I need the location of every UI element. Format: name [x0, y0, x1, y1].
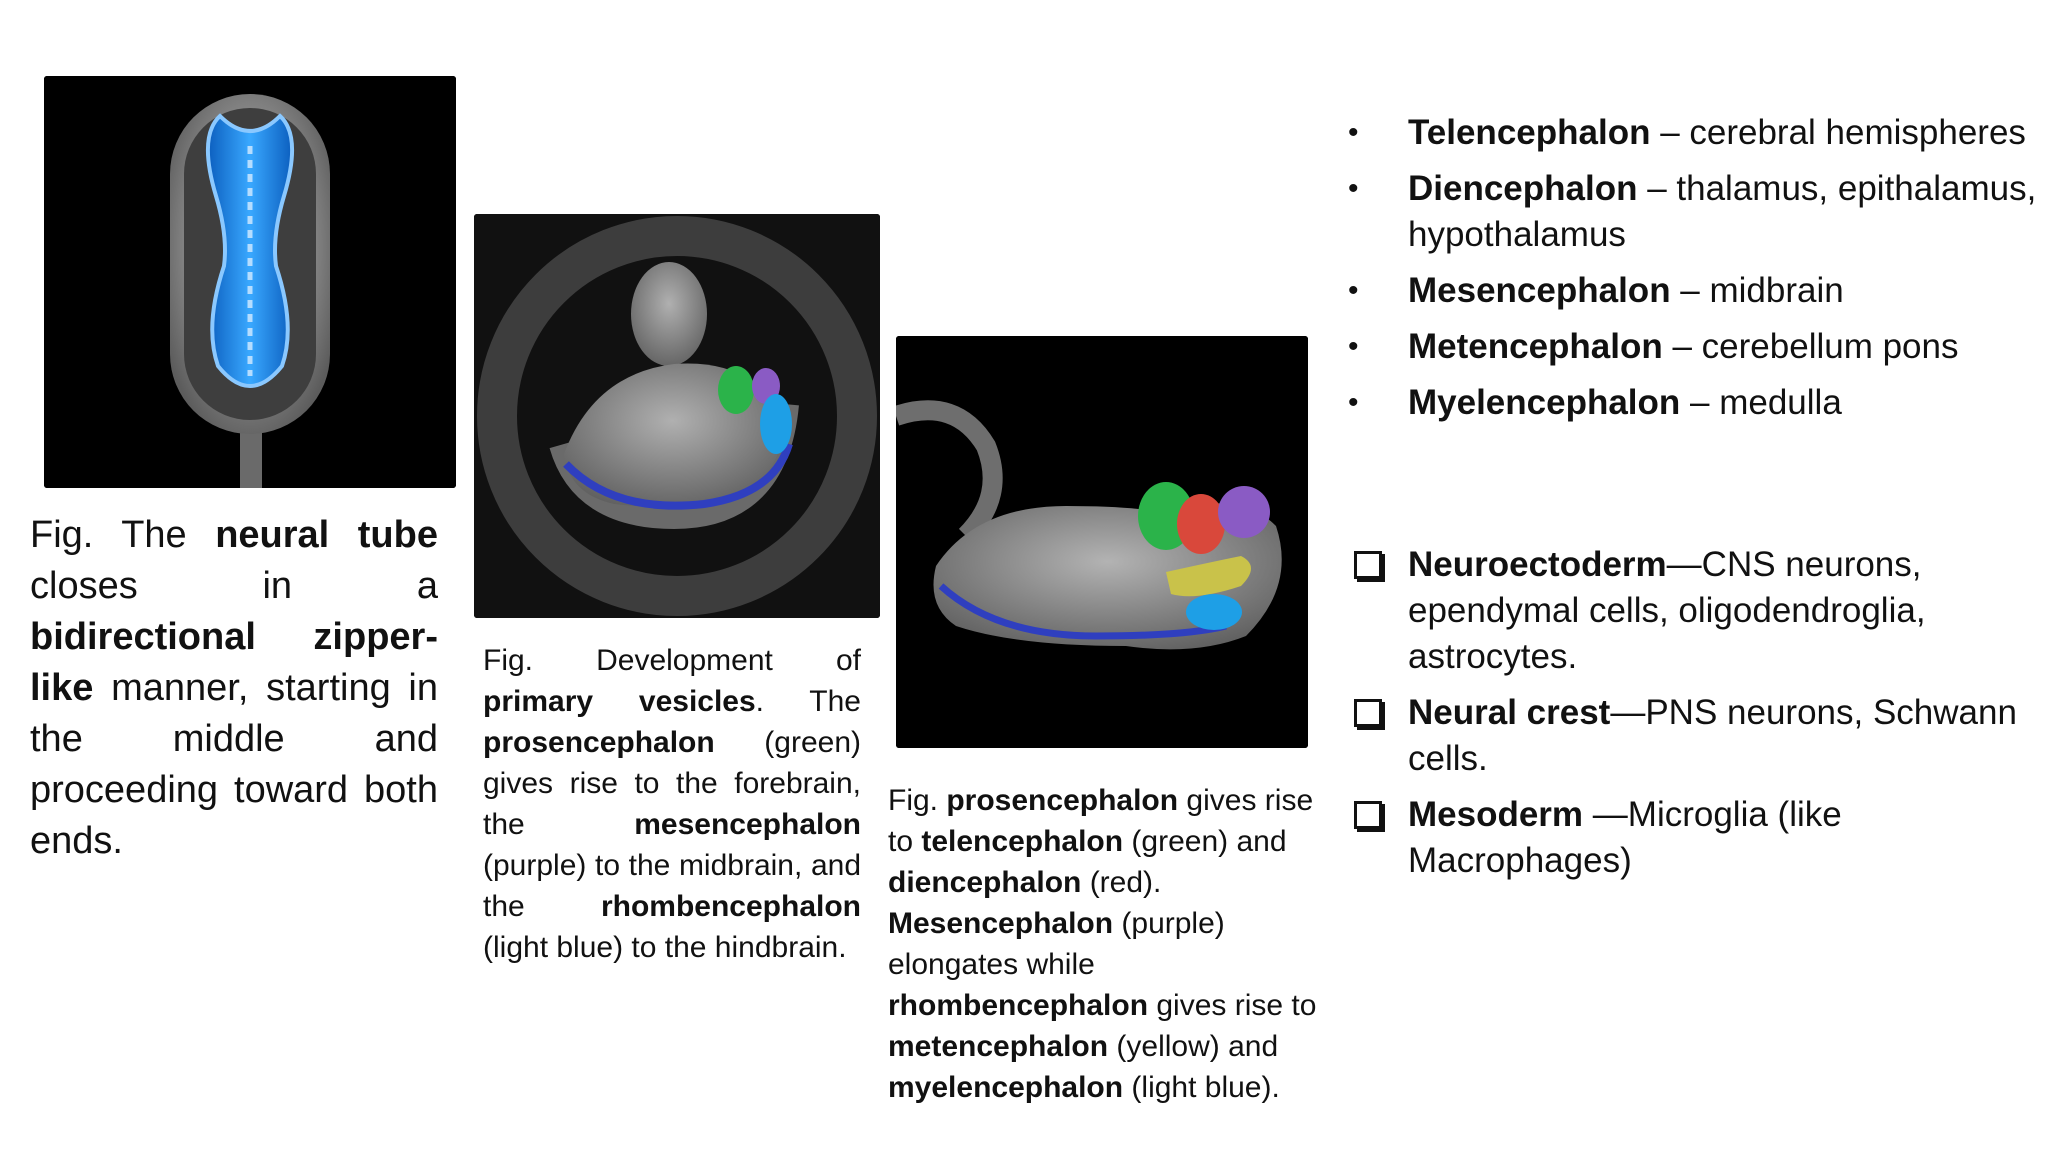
origin-desc: —Microglia (like Macrophages)	[1408, 795, 1842, 880]
caption-text: Fig. Development of	[483, 644, 861, 677]
caption-text: . The	[755, 685, 861, 718]
caption-text: (purple) to the midbrain, and the	[483, 849, 861, 923]
caption-term: bidirectional zipper-like	[30, 616, 438, 709]
caption-term: diencephalon	[888, 866, 1082, 899]
origin-term: Neuroectoderm	[1408, 545, 1667, 584]
caption-term: prosencephalon	[483, 726, 715, 759]
caption-text: (light blue).	[1123, 1071, 1280, 1104]
origin-desc: —CNS neurons, ependymal cells, oligodend…	[1408, 545, 1926, 676]
region-desc: – cerebellum pons	[1662, 327, 1959, 366]
caption-term: primary vesicles	[483, 685, 756, 718]
caption-text: manner, starting in the middle and proce…	[30, 667, 438, 862]
secondary-vesicles-caption: Fig. prosencephalon gives rise to telenc…	[888, 780, 1328, 1108]
caption-text: (light blue) to the hindbrain.	[483, 931, 847, 964]
checkbox-icon	[1354, 551, 1382, 579]
bullet-dot-icon: •	[1348, 172, 1359, 205]
neural-tube-figure	[44, 76, 456, 488]
caption-term: rhombencephalon	[888, 989, 1149, 1022]
primary-vesicles-caption: Fig. Development of primary vesicles. Th…	[483, 640, 861, 968]
brain-regions-list: • Telencephalon – cerebral hemispheres • D…	[1348, 110, 2038, 436]
primary-vesicles-illustration	[474, 214, 880, 618]
checkbox-icon	[1354, 699, 1382, 727]
caption-term: prosencephalon	[946, 784, 1179, 817]
secondary-vesicles-figure	[896, 336, 1308, 748]
caption-term: mesencephalon	[634, 808, 861, 841]
list-item: • Myelencephalon – medulla	[1348, 380, 2038, 426]
origin-desc: —PNS neurons, Schwann cells.	[1408, 693, 2017, 778]
region-desc: – medulla	[1680, 383, 1842, 422]
caption-term: myelencephalon	[888, 1071, 1124, 1104]
list-item: • Telencephalon – cerebral hemispheres	[1348, 110, 2038, 156]
region-desc: – cerebral hemispheres	[1650, 113, 2026, 152]
caption-text: (purple) elongates while	[888, 907, 1225, 981]
list-item: Neural crest—PNS neurons, Schwann cells.	[1348, 690, 2038, 782]
caption-text: (green) gives rise to the forebrain, the	[483, 726, 861, 841]
caption-term: metencephalon	[888, 1030, 1109, 1063]
caption-text: gives rise to	[1148, 989, 1317, 1022]
bullet-dot-icon: •	[1348, 386, 1359, 419]
bullet-dot-icon: •	[1348, 330, 1359, 363]
origin-term: Mesoderm	[1408, 795, 1584, 834]
caption-text: (yellow) and	[1108, 1030, 1279, 1063]
bullet-dot-icon: •	[1348, 274, 1359, 307]
list-item: • Diencephalon – thalamus, epithalamus, h…	[1348, 166, 2038, 258]
caption-term: rhombencephalon	[600, 890, 861, 923]
caption-text: Fig. The	[30, 514, 216, 556]
region-term: Mesencephalon	[1408, 271, 1671, 310]
neural-tube-caption: Fig. The neural tube closes in a bidirec…	[30, 510, 438, 867]
checkbox-icon	[1354, 801, 1382, 829]
cell-origins-list: Neuroectoderm—CNS neurons, ependymal cel…	[1348, 542, 2038, 894]
caption-term: neural tube	[215, 514, 438, 556]
caption-text: (green) and	[1123, 825, 1287, 858]
list-item: • Mesencephalon – midbrain	[1348, 268, 2038, 314]
secondary-vesicles-illustration	[896, 336, 1308, 748]
caption-text: (red).	[1081, 866, 1162, 899]
origin-term: Neural crest	[1408, 693, 1611, 732]
caption-text: gives rise to	[888, 784, 1314, 858]
neural-tube-illustration	[44, 76, 456, 488]
region-desc: – midbrain	[1670, 271, 1844, 310]
region-term: Diencephalon	[1408, 169, 1638, 208]
caption-text: Fig.	[888, 784, 947, 817]
caption-term: Mesencephalon	[888, 907, 1114, 940]
list-item: • Metencephalon – cerebellum pons	[1348, 324, 2038, 370]
region-term: Metencephalon	[1408, 327, 1663, 366]
region-desc: – thalamus, epithalamus, hypothalamus	[1408, 169, 2037, 254]
region-term: Telencephalon	[1408, 113, 1651, 152]
bullet-dot-icon: •	[1348, 116, 1359, 149]
primary-vesicles-figure	[474, 214, 880, 618]
caption-text: closes in a	[30, 565, 438, 607]
caption-term: telencephalon	[921, 825, 1124, 858]
region-term: Myelencephalon	[1408, 383, 1681, 422]
list-item: Mesoderm —Microglia (like Macrophages)	[1348, 792, 2038, 884]
list-item: Neuroectoderm—CNS neurons, ependymal cel…	[1348, 542, 2038, 680]
